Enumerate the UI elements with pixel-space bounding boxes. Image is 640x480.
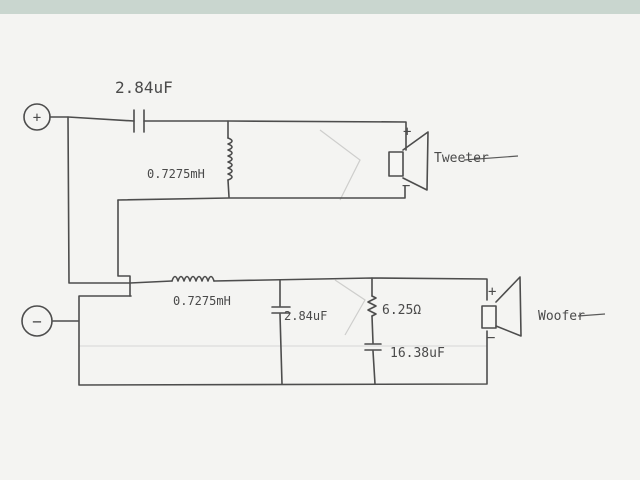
positive-terminal-symbol: +	[33, 110, 41, 126]
negative-terminal: −	[21, 305, 53, 337]
tweeter-inductor-label: 0.7275mH	[147, 167, 205, 181]
tweeter-cap-label: 2.84uF	[115, 78, 173, 97]
tweeter-label: Tweeter	[434, 151, 489, 166]
tweeter-branch: + −	[49, 109, 519, 297]
zobel-cap-label: 16.38uF	[390, 346, 445, 361]
tweeter-minus-sign: −	[402, 178, 410, 194]
woofer-plus-sign: +	[488, 284, 496, 300]
tweeter-plus-sign: +	[403, 124, 411, 140]
erased-marks	[319, 129, 366, 336]
woofer-cap-label: 2.84uF	[284, 309, 327, 323]
zobel-resistor-label: 6.25Ω	[382, 303, 421, 318]
woofer-branch: + −	[52, 275, 606, 386]
woofer-speaker-icon	[481, 276, 522, 337]
positive-down-rail	[67, 116, 131, 284]
negative-terminal-symbol: −	[32, 312, 42, 331]
paper-sheet	[0, 12, 640, 480]
woofer-inductor-label: 0.7275mH	[173, 294, 231, 308]
woofer-minus-sign: −	[487, 330, 495, 346]
backdrop-strip	[0, 0, 640, 14]
tweeter-speaker-icon	[388, 131, 429, 191]
woofer-label: Woofer	[538, 309, 585, 324]
